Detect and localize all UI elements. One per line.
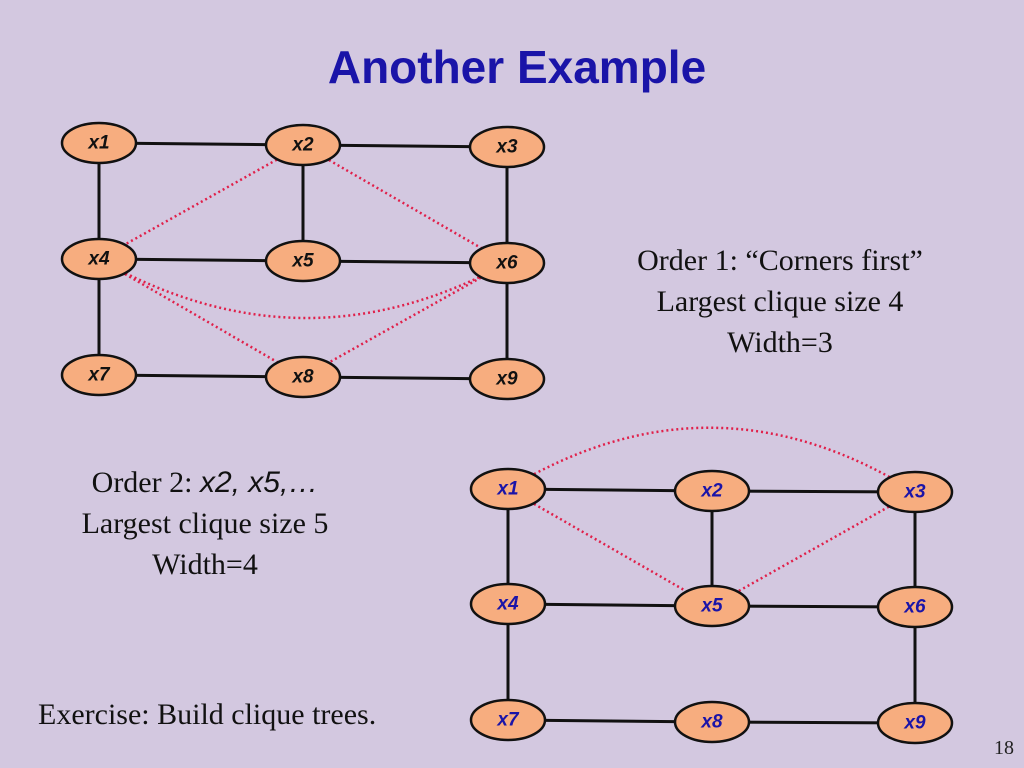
node-label: x3 — [903, 482, 926, 503]
node-label: x3 — [495, 137, 518, 158]
fill-in-edge-x6-x8 — [302, 261, 508, 379]
node-x2: x2 — [673, 469, 751, 513]
order1-clique-size: Largest clique size 4 — [656, 285, 904, 318]
node-label: x8 — [291, 367, 314, 388]
node-label: x7 — [87, 365, 111, 386]
node-ellipse — [264, 239, 342, 283]
node-x9: x9 — [468, 357, 546, 401]
fill-in-edge-x1-x5 — [507, 487, 713, 608]
node-x8: x8 — [673, 700, 751, 744]
node-x7: x7 — [469, 698, 547, 742]
node-label: x5 — [700, 596, 723, 617]
order2-clique-size: Largest clique size 5 — [81, 507, 329, 540]
node-label: x2 — [291, 135, 314, 156]
node-label: x4 — [496, 594, 519, 615]
order1-heading: Order 1: “Corners first” — [637, 244, 923, 277]
graph-order2: x1 x2 x3 x4 x5 x6 x7 x8 x9 — [469, 426, 954, 745]
node-label: x6 — [495, 253, 518, 274]
node-ellipse — [673, 469, 751, 513]
node-ellipse — [264, 355, 342, 399]
order2-width: Width=4 — [152, 548, 258, 581]
node-ellipse — [876, 701, 954, 745]
node-ellipse — [876, 470, 954, 514]
order1-text: Order 1: “Corners first” Largest clique … — [600, 240, 960, 363]
node-label: x9 — [495, 369, 518, 390]
node-label: x7 — [496, 710, 520, 731]
node-x1: x1 — [60, 121, 138, 165]
node-ellipse — [673, 584, 751, 628]
node-x1: x1 — [469, 467, 547, 511]
fill-in-edge-x3-x5 — [711, 490, 916, 608]
node-label: x9 — [903, 713, 926, 734]
order2-heading: Order 2: x2, x5,… — [40, 462, 370, 503]
fill-in-edge-x4-x6 — [98, 257, 508, 320]
node-ellipse — [468, 357, 546, 401]
node-label: x8 — [700, 712, 723, 733]
node-label: x1 — [496, 479, 518, 500]
node-x2: x2 — [264, 123, 342, 167]
node-ellipse — [876, 585, 954, 629]
node-x8: x8 — [264, 355, 342, 399]
node-ellipse — [468, 241, 546, 285]
order2-sequence: x2, x5,… — [199, 466, 319, 499]
fill-in-edge-x1-x3 — [507, 426, 916, 494]
node-x3: x3 — [876, 470, 954, 514]
node-x9: x9 — [876, 701, 954, 745]
node-ellipse — [264, 123, 342, 167]
graph-order1: x1 x2 x3 x4 x5 x6 x7 x8 x9 — [60, 121, 546, 401]
node-label: x4 — [87, 249, 110, 270]
fill-in-edge-x2-x4 — [98, 143, 304, 261]
node-x6: x6 — [876, 585, 954, 629]
node-x3: x3 — [468, 125, 546, 169]
node-ellipse — [60, 353, 138, 397]
node-ellipse — [60, 237, 138, 281]
page-number: 18 — [994, 737, 1014, 759]
node-x7: x7 — [60, 353, 138, 397]
order2-text: Order 2: x2, x5,… Largest clique size 5 … — [40, 462, 370, 585]
node-ellipse — [60, 121, 138, 165]
node-x4: x4 — [60, 237, 138, 281]
node-ellipse — [469, 698, 547, 742]
node-label: x2 — [700, 481, 723, 502]
node-x6: x6 — [468, 241, 546, 285]
order2-prefix: Order 2: — [91, 466, 193, 499]
node-ellipse — [673, 700, 751, 744]
node-x4: x4 — [469, 582, 547, 626]
node-label: x1 — [87, 133, 109, 154]
fill-in-edge-x2-x6 — [302, 143, 508, 265]
node-ellipse — [469, 582, 547, 626]
node-label: x6 — [903, 597, 926, 618]
node-ellipse — [469, 467, 547, 511]
node-ellipse — [468, 125, 546, 169]
fill-in-edge-x4-x8 — [98, 257, 304, 379]
node-x5: x5 — [264, 239, 342, 283]
node-x5: x5 — [673, 584, 751, 628]
exercise-text: Exercise: Build clique trees. — [38, 698, 377, 731]
slide-title: Another Example — [327, 41, 707, 93]
node-label: x5 — [291, 251, 314, 272]
order1-width: Width=3 — [727, 326, 833, 359]
